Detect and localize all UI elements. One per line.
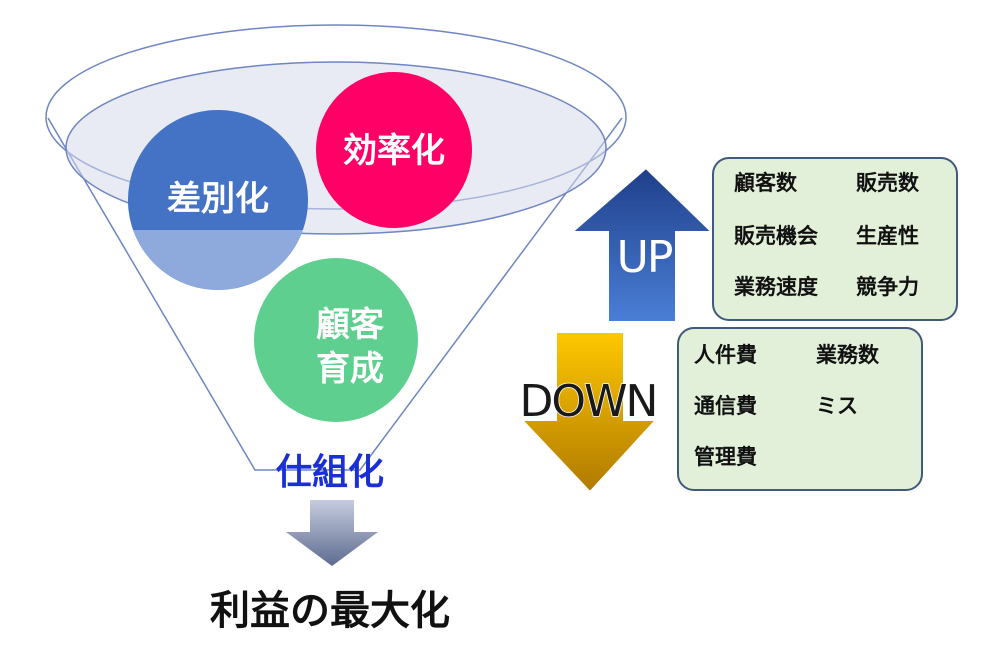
up-item: 生産性: [856, 224, 919, 248]
funnel-output-arrow: [286, 500, 378, 566]
down-item: 管理費: [694, 445, 757, 469]
result-label: 利益の最大化: [210, 588, 450, 634]
circle-customer-growth-label-line1: 顧客: [316, 305, 384, 345]
circle-customer-growth: [254, 258, 418, 422]
funnel-label: 仕組化: [276, 452, 384, 493]
down-arrow-label: DOWN: [520, 376, 657, 427]
down-item: ミス: [816, 394, 858, 418]
up-item: 販売数: [856, 171, 920, 195]
down-item: 業務数: [816, 343, 880, 367]
up-item: 販売機会: [734, 224, 818, 248]
funnel-outline: [47, 117, 623, 471]
down-item: 人件費: [694, 343, 757, 367]
circle-differentiation-label: 差別化: [167, 179, 269, 219]
up-item: 業務速度: [734, 275, 818, 299]
circle-efficiency-label: 効率化: [343, 131, 445, 171]
up-arrow-label: UP: [617, 232, 673, 283]
up-item: 顧客数: [734, 171, 798, 195]
down-item: 通信費: [694, 394, 757, 418]
up-arrow: [569, 166, 715, 323]
up-item: 競争力: [856, 275, 919, 299]
down-arrow: [519, 331, 659, 494]
up-items-box: [712, 157, 958, 321]
circle-customer-growth-label-line2: 育成: [316, 349, 384, 389]
down-items-box: [677, 327, 923, 491]
